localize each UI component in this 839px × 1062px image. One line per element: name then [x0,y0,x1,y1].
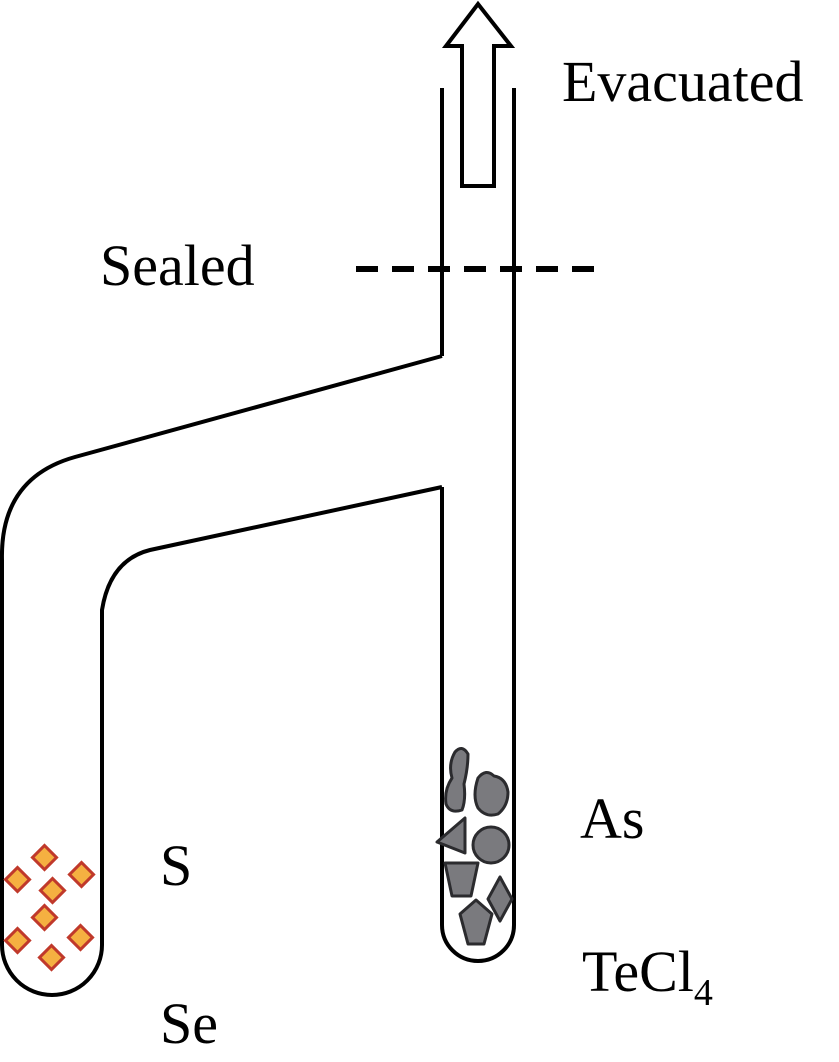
crystal [30,843,59,872]
tecl4-main: TeCl [582,939,694,1004]
crystal [3,865,32,894]
solid-circle [471,825,511,865]
evacuation-arrow-icon [441,0,516,188]
sulfur-selenium-crystals [3,843,96,972]
sealed-label: Sealed [100,233,255,298]
right-tube [440,88,516,963]
solid-trapezoid [443,861,480,898]
solid-triangle [435,816,467,855]
crystal [37,943,66,972]
crystal [66,923,95,952]
arsenic-tecl4-solids [435,747,514,946]
solid-diamond [486,875,514,923]
side-arm-tube [0,354,443,997]
solid-blob [444,747,470,813]
crystal [3,926,32,955]
crystal [38,876,67,905]
tecl4-subscript: 4 [694,972,713,1014]
crystal [67,860,96,889]
solid-heart [473,771,510,817]
sulfur-label: S [160,833,192,898]
arsenic-label: As [580,786,644,851]
tecl4-label: TeCl4 [582,939,713,1014]
evacuated-label: Evacuated [562,49,804,114]
solid-pentagon [458,898,494,946]
selenium-label: Se [160,991,218,1056]
crystal [30,903,59,932]
